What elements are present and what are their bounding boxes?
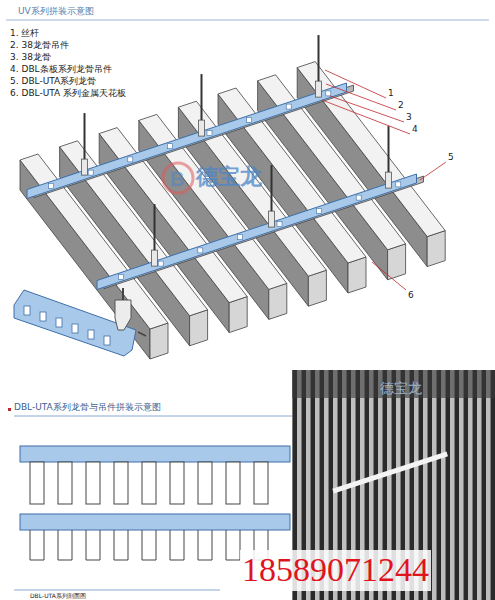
hanger [199,120,205,136]
panel-strip [86,462,100,504]
callout-number: 6 [407,290,415,301]
panel-profile [198,530,212,560]
carrier-detail [14,288,146,356]
carrier-slot [88,170,93,175]
panel-profile [86,530,100,560]
hanger [386,172,392,188]
carrier-slot [237,235,242,240]
panel-profile [114,530,128,560]
carrier-slot [356,195,361,200]
hanger [316,81,322,97]
hanger [152,250,158,266]
leader-line [330,96,404,122]
panel-profile [226,530,240,560]
leader-line [420,162,446,180]
hanger [82,159,88,175]
carrier [97,174,417,290]
threaded-rod [388,126,390,172]
carrier-slot [317,208,322,213]
part-list-item: 5. DBL-UTA系列龙骨 [10,76,96,87]
threaded-rod [318,35,320,81]
carrier [27,83,347,199]
carrier-slot [207,131,212,136]
panel-strip [58,462,72,504]
panel-strip [170,462,184,504]
leader-line [325,70,386,98]
leader-line [326,84,396,110]
threaded-rod [271,165,273,211]
header-rule [6,20,489,21]
carrier-slot [167,144,172,149]
section-caption: DBL-UTA系列剖面图 [30,592,86,599]
heading-rule [14,416,300,417]
panel-profile [142,530,156,560]
carrier-slot [326,91,331,96]
part-list-item: 2. 38龙骨吊件 [10,40,69,51]
panel-strip [198,462,212,504]
carrier-slot [286,104,291,109]
heading-marker [8,408,11,411]
leader-line [372,262,406,290]
panel-strip [226,462,240,504]
panel-strip [142,462,156,504]
part-list-item: 4. DBL条板系列龙骨吊件 [10,64,112,75]
callout-number: 2 [397,100,405,111]
part-list-item: 3. 38龙骨 [10,52,51,63]
carrier-slot [119,274,124,279]
part-list-item: 1. 丝杆 [10,28,39,39]
panel-profile [58,530,72,560]
phone-number: 18589071244 [240,550,431,591]
callout-number: 5 [447,152,455,163]
section-heading: DBL-UTA系列龙骨与吊件拼装示意图 [14,402,161,413]
threaded-rod [201,74,203,120]
carrier-slot [198,248,203,253]
panel-strip [114,462,128,504]
carrier-slot [396,182,401,187]
panel-profile [30,530,44,560]
threaded-rod [154,204,156,250]
carrier-slot [158,261,163,266]
hanger [269,211,275,227]
threaded-rod [84,113,86,159]
panel-profile [170,530,184,560]
diagram-title: UV系列拼装示意图 [18,6,94,17]
watermark: 德宝龙 [196,164,262,190]
carrier-slot [49,183,54,188]
callout-number: 1 [387,88,395,99]
callout-number: 4 [411,124,419,135]
part-list-item: 6. DBL-UTA 系列金属天花板 [10,88,126,99]
callout-number: 3 [405,112,413,123]
panel-strip [30,462,44,504]
svg-text:B: B [170,168,184,190]
carrier-slot [128,157,133,162]
carrier-slot [247,117,252,122]
leader-line [322,100,410,134]
carrier-slot [277,222,282,227]
panel-strip [254,462,268,504]
logo-mark: B [163,163,193,193]
watermark: 德宝龙 [380,380,422,397]
